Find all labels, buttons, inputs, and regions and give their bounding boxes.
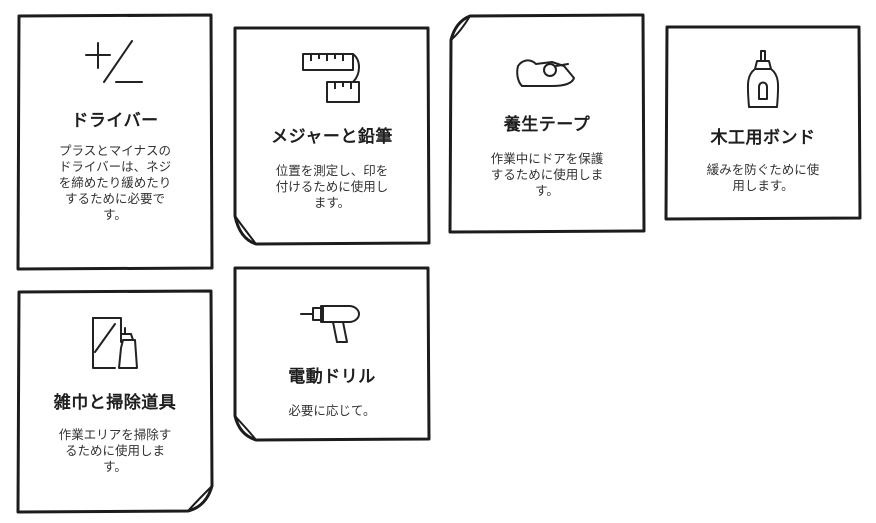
card-title: メジャーと鉛筆 xyxy=(271,127,393,147)
glue-bottle-icon xyxy=(746,50,780,108)
card-title: 電動ドリル xyxy=(288,367,376,387)
tape-dispenser-icon xyxy=(516,59,575,87)
screwdriver-plus-minus-icon xyxy=(85,40,143,83)
desc-line: ドライバーは、ネジ xyxy=(58,159,172,174)
desc-line: 作業エリアを掃除す xyxy=(58,427,172,442)
desc-line: す。 xyxy=(535,183,559,198)
desc-line: 付けるために使用し xyxy=(275,179,389,194)
card-frame xyxy=(448,13,646,234)
desc-line: ます。 xyxy=(313,195,351,210)
card-description: 作業中にドアを保護 するために使用しま す。 xyxy=(491,151,604,199)
card-description: 緩みを防ぐために使 用します。 xyxy=(707,162,820,194)
desc-line: す。 xyxy=(103,459,127,474)
card-description: 作業エリアを掃除す るために使用しま す。 xyxy=(59,427,172,475)
card-masking-tape: 養生テープ 作業中にドアを保護 するために使用しま す。 xyxy=(448,13,646,234)
desc-line: 緩みを防ぐために使 xyxy=(706,162,820,177)
card-description: 位置を測定し、印を 付けるために使用し ます。 xyxy=(276,163,389,211)
card-frame xyxy=(16,289,214,514)
card-frame xyxy=(664,25,862,221)
power-drill-icon xyxy=(300,305,360,343)
desc-line: 作業中にドアを保護 xyxy=(490,151,604,166)
card-title: 雑巾と掃除道具 xyxy=(53,393,177,413)
desc-line: 必要に応じて。 xyxy=(288,403,376,418)
card-cleaning-tools: 雑巾と掃除道具 作業エリアを掃除す るために使用しま す。 xyxy=(16,289,214,514)
card-frame xyxy=(16,13,214,271)
card-power-drill: 電動ドリル 必要に応じて。 xyxy=(232,266,432,442)
desc-line: 位置を測定し、印を xyxy=(275,163,389,178)
desc-line: プラスとマイナスの xyxy=(58,143,171,158)
card-screwdriver: ドライバー プラスとマイナスの ドライバーは、ネジ を締めたり緩めたり するため… xyxy=(16,13,214,271)
card-title: ドライバー xyxy=(71,111,159,131)
desc-line: するために必要で xyxy=(64,191,165,206)
card-title: 養生テープ xyxy=(503,115,591,135)
card-title: 木工用ボンド xyxy=(710,128,816,148)
tape-measure-icon xyxy=(302,53,360,103)
card-description: プラスとマイナスの ドライバーは、ネジ を締めたり緩めたり するために必要で す… xyxy=(59,143,172,223)
card-tape-measure: メジャーと鉛筆 位置を測定し、印を 付けるために使用し ます。 xyxy=(232,26,432,246)
cleaning-spray-icon xyxy=(92,317,138,369)
card-wood-glue: 木工用ボンド 緩みを防ぐために使 用します。 xyxy=(664,25,862,221)
desc-line: す。 xyxy=(103,207,127,222)
card-description: 必要に応じて。 xyxy=(288,403,375,419)
desc-line: るために使用しま xyxy=(64,443,165,458)
desc-line: を締めたり緩めたり xyxy=(58,175,172,190)
card-frame xyxy=(233,26,431,246)
desc-line: するために使用しま xyxy=(490,167,604,182)
card-frame xyxy=(233,266,431,442)
desc-line: 用します。 xyxy=(732,178,794,193)
